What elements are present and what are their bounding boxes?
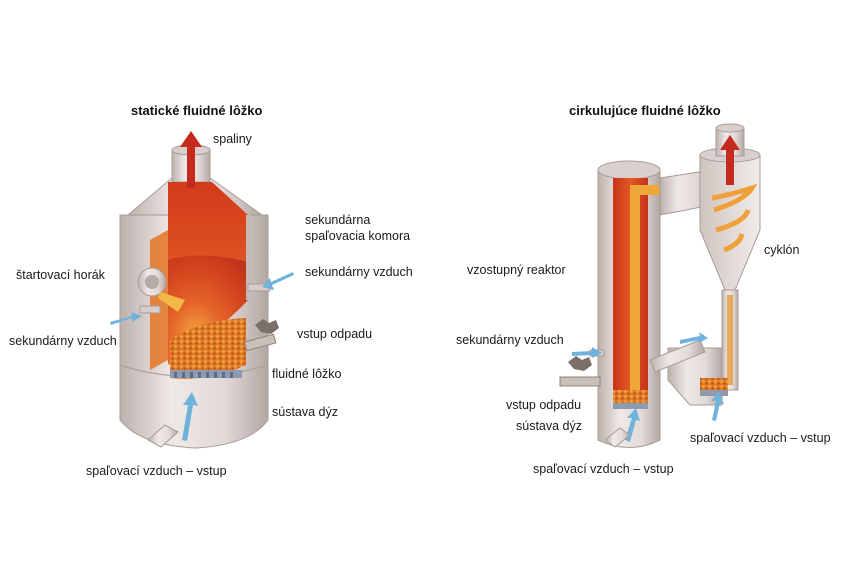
label-secondary-chamber-2: spaľovacia komora <box>305 229 411 243</box>
label-waste-input-right: vstup odpadu <box>506 398 582 412</box>
label-secondary-air-right-reactor: sekundárny vzduch <box>456 333 564 347</box>
air-arrows-left <box>110 272 294 441</box>
label-combustion-air-bottom: spaľovací vzduch – vstup <box>533 462 674 476</box>
label-waste-input-left: vstup odpadu <box>297 327 373 341</box>
label-secondary-air-left: sekundárny vzduch <box>9 334 117 348</box>
static-reactor <box>110 131 294 449</box>
label-cyclone: cyklón <box>764 243 800 257</box>
exhaust-arrow <box>180 131 202 188</box>
exhaust-arrow-right <box>720 135 740 185</box>
left-title: statické fluidné lôžko <box>131 103 263 118</box>
label-nozzle-system-left: sústava dýz <box>272 405 339 419</box>
label-riser: vzostupný reaktor <box>467 263 566 277</box>
waste-feeder-right <box>559 356 601 387</box>
label-combustion-air-right: spaľovací vzduch – vstup <box>690 431 831 445</box>
label-secondary-air-right: sekundárny vzduch <box>305 265 413 279</box>
label-fluid-bed: fluidné lôžko <box>272 367 342 381</box>
label-exhaust: spaliny <box>213 132 252 146</box>
label-nozzle-system-right: sústava dýz <box>516 419 583 433</box>
waste-feeder-left <box>243 319 279 352</box>
circulating-reactor <box>559 123 761 448</box>
start-burner <box>137 267 185 312</box>
label-secondary-chamber-1: sekundárna <box>305 213 371 227</box>
label-combustion-air-left: spaľovací vzduch – vstup <box>86 464 227 478</box>
label-start-burner: štartovací horák <box>16 268 105 282</box>
right-title: cirkulujúce fluidné lôžko <box>569 103 721 118</box>
air-arrows-right <box>572 332 724 442</box>
